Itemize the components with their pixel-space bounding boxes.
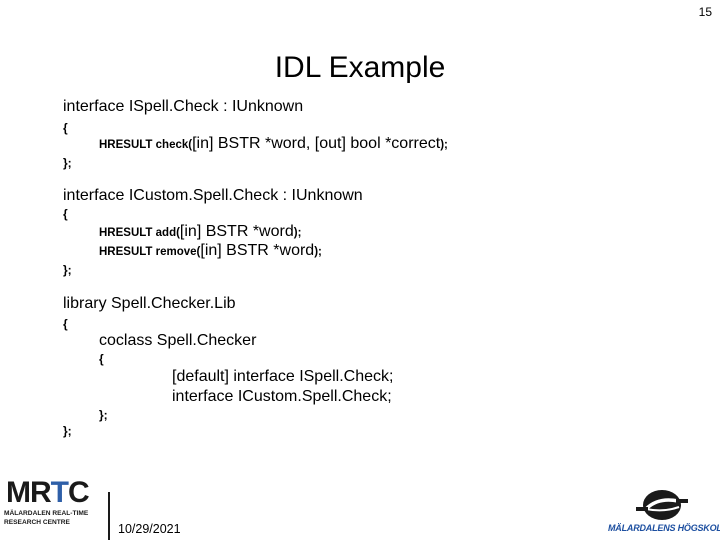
footer-divider-line xyxy=(108,492,110,540)
page-number: 15 xyxy=(698,5,712,19)
check-method-suffix: ); xyxy=(440,139,448,151)
block3-close-brace: }; xyxy=(63,424,72,438)
block1-close-brace: }; xyxy=(63,156,72,170)
library-header: library Spell.Checker.Lib xyxy=(63,295,236,312)
slide-date: 10/29/2021 xyxy=(118,522,181,536)
default-interface-line: [default] interface ISpell.Check; xyxy=(172,368,394,385)
remove-method-prefix: HRESULT remove( xyxy=(99,246,201,258)
mrtc-letters-accent: T xyxy=(50,476,69,509)
check-method-args: [in] BSTR *word, [out] bool *correct xyxy=(192,135,441,152)
add-method-prefix: HRESULT add( xyxy=(99,227,180,239)
add-method-line: HRESULT add([in] BSTR *word); xyxy=(99,224,301,240)
block2-open-brace: { xyxy=(63,207,68,221)
block3-open-brace: { xyxy=(63,317,68,331)
mrtc-logo-line1: MÄLARDALEN REAL-TIME xyxy=(4,510,89,517)
interface-icustomspellcheck-header: interface ICustom.Spell.Check : IUnknown xyxy=(63,187,363,204)
remove-method-args: [in] BSTR *word xyxy=(200,242,315,259)
mdh-logo: MÄLARDALENS HÖGSKOLA xyxy=(606,488,720,536)
mrtc-letters-main: MR xyxy=(6,476,52,509)
mdh-logo-text: MÄLARDALENS HÖGSKOLA xyxy=(608,523,720,533)
interface-ispellcheck-header: interface ISpell.Check : IUnknown xyxy=(63,98,304,115)
mrtc-logo-letters: MRTC xyxy=(6,476,90,509)
add-method-args: [in] BSTR *word xyxy=(179,223,294,240)
interface-line: interface ICustom.Spell.Check; xyxy=(172,388,392,405)
coclass-close-brace: }; xyxy=(99,408,108,422)
mrtc-logo-line2: RESEARCH CENTRE xyxy=(4,519,70,526)
block2-close-brace: }; xyxy=(63,263,72,277)
check-method-prefix: HRESULT check( xyxy=(99,139,193,151)
mrtc-letters-end: C xyxy=(67,476,90,509)
slide-title: IDL Example xyxy=(274,51,446,84)
mdh-emblem-icon xyxy=(636,490,688,520)
add-method-suffix: ); xyxy=(293,227,302,239)
coclass-open-brace: { xyxy=(99,352,104,366)
check-method-line: HRESULT check([in] BSTR *word, [out] boo… xyxy=(99,136,448,152)
remove-method-suffix: ); xyxy=(314,246,322,258)
coclass-line: coclass Spell.Checker xyxy=(99,332,257,349)
block1-open-brace: { xyxy=(63,121,68,135)
remove-method-line: HRESULT remove([in] BSTR *word); xyxy=(99,243,322,259)
mrtc-logo: MRTC MÄLARDALEN REAL-TIME RESEARCH CENTR… xyxy=(4,478,104,534)
